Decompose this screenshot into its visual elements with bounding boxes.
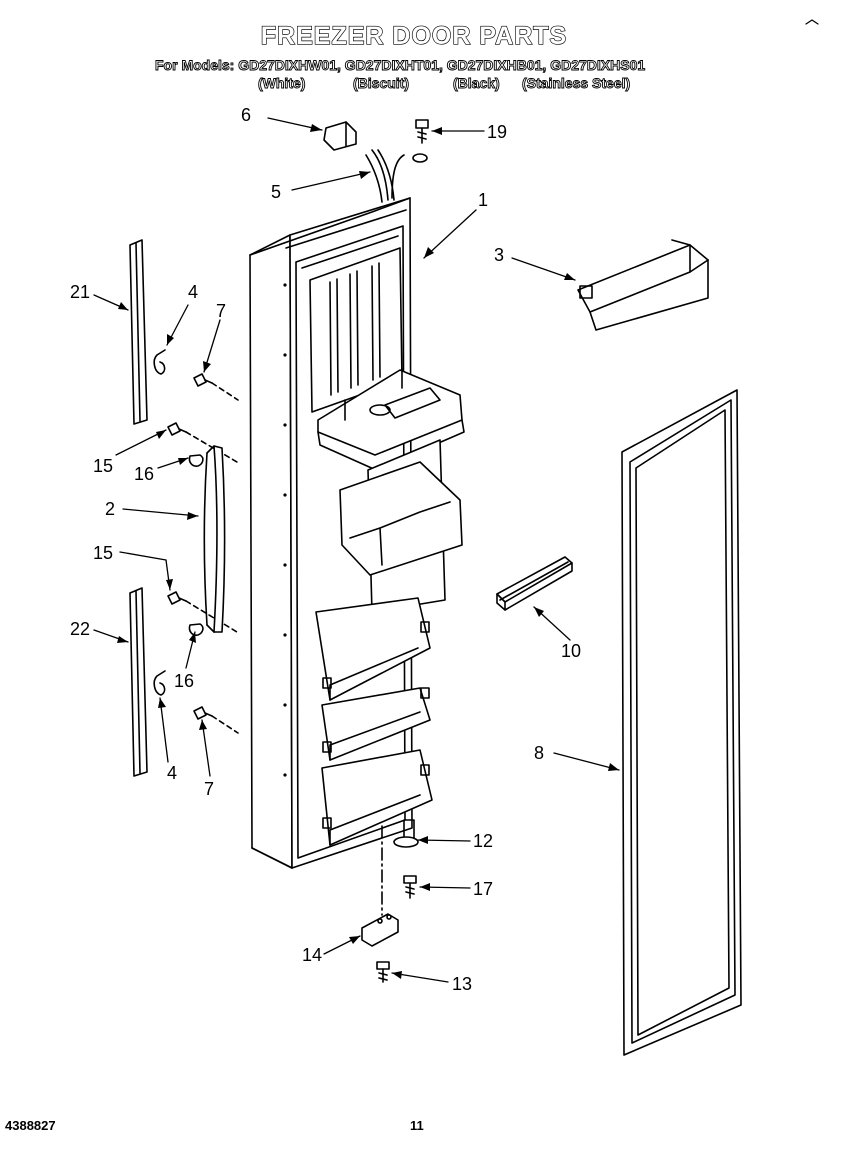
plug-16-lower — [188, 623, 204, 636]
screw-13 — [376, 961, 390, 983]
lower-hinge-14 — [361, 913, 399, 947]
page-number: 11 — [410, 1118, 424, 1133]
callout-6: 6 — [241, 105, 252, 125]
callout-4-upper: 4 — [188, 282, 199, 302]
hinge-pin-12 — [381, 819, 419, 916]
callout-17: 17 — [473, 879, 494, 899]
callout-10: 10 — [561, 641, 582, 661]
door-handle — [203, 445, 226, 633]
callout-15-lower: 15 — [93, 543, 114, 563]
trim-strip-upper — [129, 239, 148, 425]
callout-7-upper: 7 — [216, 301, 227, 321]
wire-harness — [323, 121, 428, 203]
page-title: FREEZER DOOR PARTS — [260, 21, 568, 50]
plug-16-upper — [188, 454, 204, 467]
variant-white: (White) — [258, 75, 306, 92]
callout-4-lower: 4 — [167, 763, 178, 783]
callout-5: 5 — [271, 182, 282, 202]
door-gasket — [621, 389, 742, 1056]
callout-16-lower: 16 — [174, 671, 195, 691]
variant-biscuit: (Biscuit) — [353, 75, 410, 92]
arrowheads — [117, 124, 619, 979]
callout-1: 1 — [478, 190, 489, 210]
screw-15-lower — [167, 591, 238, 633]
screw-7-upper — [193, 373, 239, 401]
callout-7-lower: 7 — [204, 779, 215, 799]
callout-22: 22 — [70, 619, 91, 639]
callout-19: 19 — [487, 122, 508, 142]
clip-lower — [153, 670, 166, 696]
callout-2: 2 — [105, 499, 116, 519]
shelf-rail — [496, 556, 573, 611]
callout-13: 13 — [452, 974, 473, 994]
callout-12: 12 — [473, 831, 494, 851]
screw-17 — [403, 875, 417, 899]
callout-14: 14 — [302, 945, 323, 965]
clip-upper — [153, 349, 166, 375]
variant-black: (Black) — [453, 75, 501, 92]
screw-15-upper — [167, 422, 238, 463]
door-panel — [249, 197, 465, 869]
models-line: For Models: GD27DIXHW01, GD27DIXHT01, GD… — [155, 57, 646, 74]
trim-strip-lower — [129, 587, 148, 777]
callout-3: 3 — [494, 245, 505, 265]
callout-15-upper: 15 — [93, 456, 114, 476]
document-number: 4388827 — [5, 1118, 56, 1133]
callout-16-upper: 16 — [134, 464, 155, 484]
callout-8: 8 — [534, 743, 545, 763]
door-bin — [577, 239, 709, 331]
screw-7-lower — [193, 706, 239, 734]
screw-19 — [415, 119, 429, 144]
variant-stainless-steel: (Stainless Steel) — [522, 75, 631, 92]
callout-21: 21 — [70, 282, 91, 302]
